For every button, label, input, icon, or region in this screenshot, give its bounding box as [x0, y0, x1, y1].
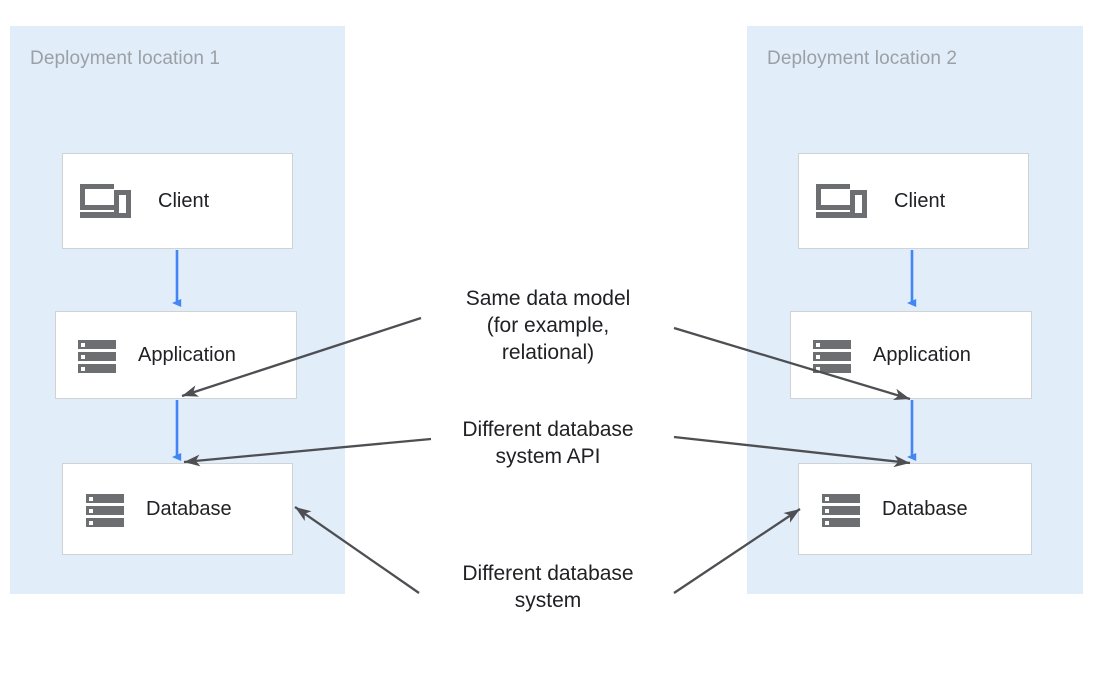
server-stack-icon	[822, 490, 860, 528]
callout-same-data-model: Same data model (for example, relational…	[465, 287, 631, 364]
server-stack-icon	[86, 490, 124, 528]
server-stack-icon	[78, 336, 116, 374]
node-client-1-label: Client	[158, 190, 210, 212]
node-database-2[interactable]: Database	[798, 463, 1032, 555]
deployment-zone-1-title: Deployment location 1	[30, 48, 221, 69]
node-database-1-label: Database	[146, 498, 232, 520]
node-application-1[interactable]: Application	[55, 311, 297, 399]
node-client-1[interactable]: Client	[62, 153, 293, 249]
node-application-2-label: Application	[873, 344, 971, 366]
server-stack-icon	[813, 336, 851, 374]
node-database-2-label: Database	[882, 498, 968, 520]
callout-different-database-system-api: Different database system API	[462, 418, 634, 468]
client-device-icon	[816, 182, 868, 220]
deployment-zone-2-title: Deployment location 2	[767, 48, 958, 69]
node-application-2[interactable]: Application	[790, 311, 1032, 399]
client-device-icon	[80, 182, 132, 220]
node-database-1[interactable]: Database	[62, 463, 293, 555]
node-client-2-label: Client	[894, 190, 946, 212]
callout-different-database-system: Different database system	[462, 562, 634, 612]
node-application-1-label: Application	[138, 344, 236, 366]
node-client-2[interactable]: Client	[798, 153, 1029, 249]
